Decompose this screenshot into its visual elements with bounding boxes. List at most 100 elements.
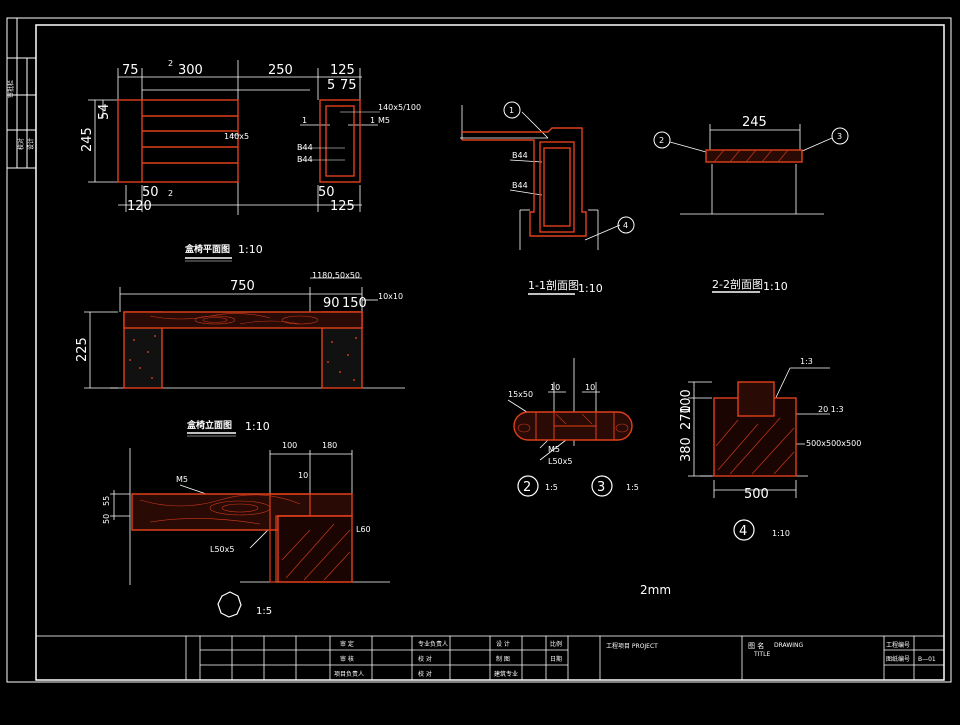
det23-annot-1: 15x50 <box>508 390 533 399</box>
tb-r2c1: 审 核 <box>340 655 354 663</box>
elev-title: 盒椅立面图 <box>186 419 232 431</box>
det23-scale-2: 1:5 <box>545 483 558 492</box>
det4-marker: 4 <box>739 524 747 539</box>
det23-annot-3: L50x5 <box>548 457 572 466</box>
plan-dim-2: 2 <box>168 59 173 68</box>
elevation-view: 750 225 90 150 1180,50x50 10x10 盒椅立面图 1:… <box>75 271 405 437</box>
plan-dim-54: 54 <box>97 103 112 120</box>
title-block <box>35 635 945 681</box>
det4-dim-100: 100 <box>679 389 694 414</box>
elev-scale: 1:10 <box>245 420 270 433</box>
plan-dim-75b: 75 <box>340 78 357 93</box>
det4-dim-500: 500 <box>744 487 769 502</box>
detail5-dim-100: 100 <box>282 441 297 450</box>
detail5-dim-left-1: 50 <box>102 514 111 524</box>
plan-annot-2: M5 <box>378 116 390 125</box>
tb-drawing-label: 图 名 <box>748 641 764 650</box>
tb-sheet-no: B—01 <box>918 656 936 663</box>
tb-number-1: 工程编号 <box>886 641 910 649</box>
side-strip <box>6 18 37 169</box>
elev-dim-90: 90 <box>323 296 340 311</box>
det4-dim-270: 270 <box>679 405 694 430</box>
note-2mm: 2mm <box>640 583 671 597</box>
plan-dim-50b: 50 <box>318 185 335 200</box>
elev-annot-1: 1180,50x50 <box>312 271 360 280</box>
outer-frame <box>6 17 952 683</box>
sec22-marker-3: 3 <box>837 132 842 141</box>
detail5-marker <box>217 591 242 618</box>
det4-annot-1: 1:3 <box>800 357 813 366</box>
detail5-annot-1: M5 <box>176 475 188 484</box>
plan-cut-mark-left: 1 <box>302 116 307 125</box>
plan-dim-2b: 2 <box>168 189 173 198</box>
plan-dim-250: 250 <box>268 63 293 78</box>
sec22-title: 2-2剖面图 <box>712 277 763 291</box>
tb-r1c4: 比例 <box>550 640 562 648</box>
tb-project: 工程项目 PROJECT <box>606 642 658 650</box>
sec11-annot-1: B44 <box>512 151 528 160</box>
det4-dim-380: 380 <box>679 437 694 462</box>
plan-dim-75: 75 <box>122 63 139 78</box>
sec11-marker-4: 4 <box>623 221 628 230</box>
sec22-marker-2: 2 <box>659 136 664 145</box>
side-strip-text-1: 审批栏 <box>7 80 15 98</box>
det23-marker-3: 3 <box>597 480 605 495</box>
tb-r1c3: 设 计 <box>496 640 510 648</box>
plan-dim-120: 120 <box>127 199 152 214</box>
tb-r2c3: 制 图 <box>496 655 510 663</box>
tb-r3c3: 建筑专业 <box>494 670 518 678</box>
elev-dim-150: 150 <box>342 296 367 311</box>
tb-r1c1: 审 定 <box>340 640 354 648</box>
sec11-scale: 1:10 <box>578 282 603 295</box>
side-strip-text-2: 校对 <box>17 138 25 150</box>
section-1-1: 1 4 B44 B44 1-1剖面图 1:10 <box>460 101 635 295</box>
det23-scale-3: 1:5 <box>626 483 639 492</box>
detail5-annot-3: L60 <box>356 525 371 534</box>
plan-annot-4: B44 <box>297 143 313 152</box>
plan-annot-3: 140x5 <box>224 132 249 141</box>
sec22-scale: 1:10 <box>763 280 788 293</box>
det4-annot-3: 500x500x500 <box>806 439 861 448</box>
detail5-dim-180: 180 <box>322 441 337 450</box>
tb-r3c2: 校 对 <box>418 670 432 678</box>
detail5-dim-10: 10 <box>298 471 308 480</box>
tb-number-2: 图纸编号 <box>886 655 910 663</box>
elev-annot-2: 10x10 <box>378 292 403 301</box>
det23-dim-2: 10 <box>585 383 595 392</box>
tb-drawing-en: DRAWING <box>774 642 804 649</box>
plan-cut-mark-right: 1 <box>370 116 375 125</box>
plan-dim-245: 245 <box>80 127 95 152</box>
sec11-title: 1-1剖面图 <box>528 278 579 292</box>
plan-dim-125: 125 <box>330 63 355 78</box>
det4-scale: 1:10 <box>772 529 790 538</box>
elev-dim-750: 750 <box>230 279 255 294</box>
side-strip-text-3: 设计 <box>27 138 35 150</box>
plan-dim-125b: 125 <box>330 199 355 214</box>
tb-r2c2: 校 对 <box>418 655 432 663</box>
det23-marker-2: 2 <box>523 480 531 495</box>
det4-annot-2: 20 1:3 <box>818 405 844 414</box>
detail5-dim-left-2: 55 <box>102 496 111 506</box>
sec22-dim-245: 245 <box>742 115 767 130</box>
tb-r1c2: 专业负责人 <box>418 640 448 648</box>
tb-drawing-sub: TITLE <box>753 651 770 658</box>
tb-r3c1: 项目负责人 <box>334 670 364 678</box>
plan-scale: 1:10 <box>238 243 263 256</box>
detail5-annot-2: L50x5 <box>210 545 234 554</box>
detail-seat-edge: 100 180 10 M5 L50x5 L60 50 55 1:5 <box>102 441 390 618</box>
detail-4-foundation: 380 270 100 500 1:3 20 1:3 500x500x500 4… <box>679 357 861 541</box>
det23-dim-1: 10 <box>550 383 560 392</box>
section-2-2: 245 2 3 2-2剖面图 1:10 <box>653 115 849 293</box>
plan-view: 75 2 300 250 125 5 75 245 54 50 2 120 50… <box>80 59 421 262</box>
elev-dim-225: 225 <box>75 337 90 362</box>
tb-r2c4: 日期 <box>550 655 562 663</box>
plan-dim-5: 5 <box>327 78 335 93</box>
sec11-annot-2: B44 <box>512 181 528 190</box>
det23-annot-2: M5 <box>548 445 560 454</box>
detail5-scale: 1:5 <box>256 606 272 617</box>
sec11-marker-1: 1 <box>509 106 514 115</box>
plan-dim-300: 300 <box>178 63 203 78</box>
plan-title: 盒椅平面图 <box>184 243 230 255</box>
plan-dim-50: 50 <box>142 185 159 200</box>
